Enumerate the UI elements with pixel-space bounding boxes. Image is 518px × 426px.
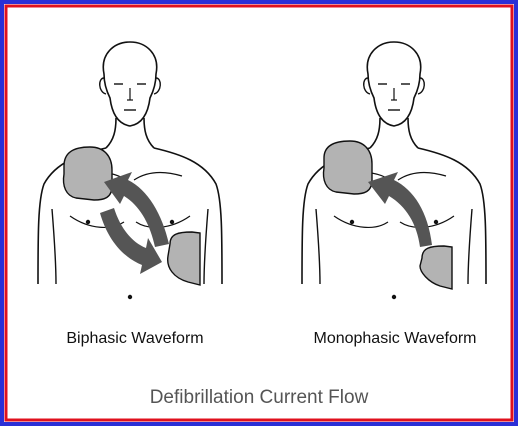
inner-border [4, 4, 514, 422]
monophasic-figure [301, 41, 487, 301]
sternum-pad [62, 146, 113, 201]
upper-current-arrow [104, 172, 169, 247]
current-arrow [368, 172, 432, 247]
diagram-title: Defibrillation Current Flow [149, 387, 369, 408]
biphasic-caption: Biphasic Waveform [66, 330, 204, 347]
apex-pad [419, 245, 453, 290]
monophasic-caption: Monophasic Waveform [313, 330, 477, 347]
sternum-pad [322, 140, 373, 195]
lower-current-arrow [100, 208, 162, 274]
biphasic-figure [37, 41, 223, 301]
apex-pad [167, 231, 201, 286]
